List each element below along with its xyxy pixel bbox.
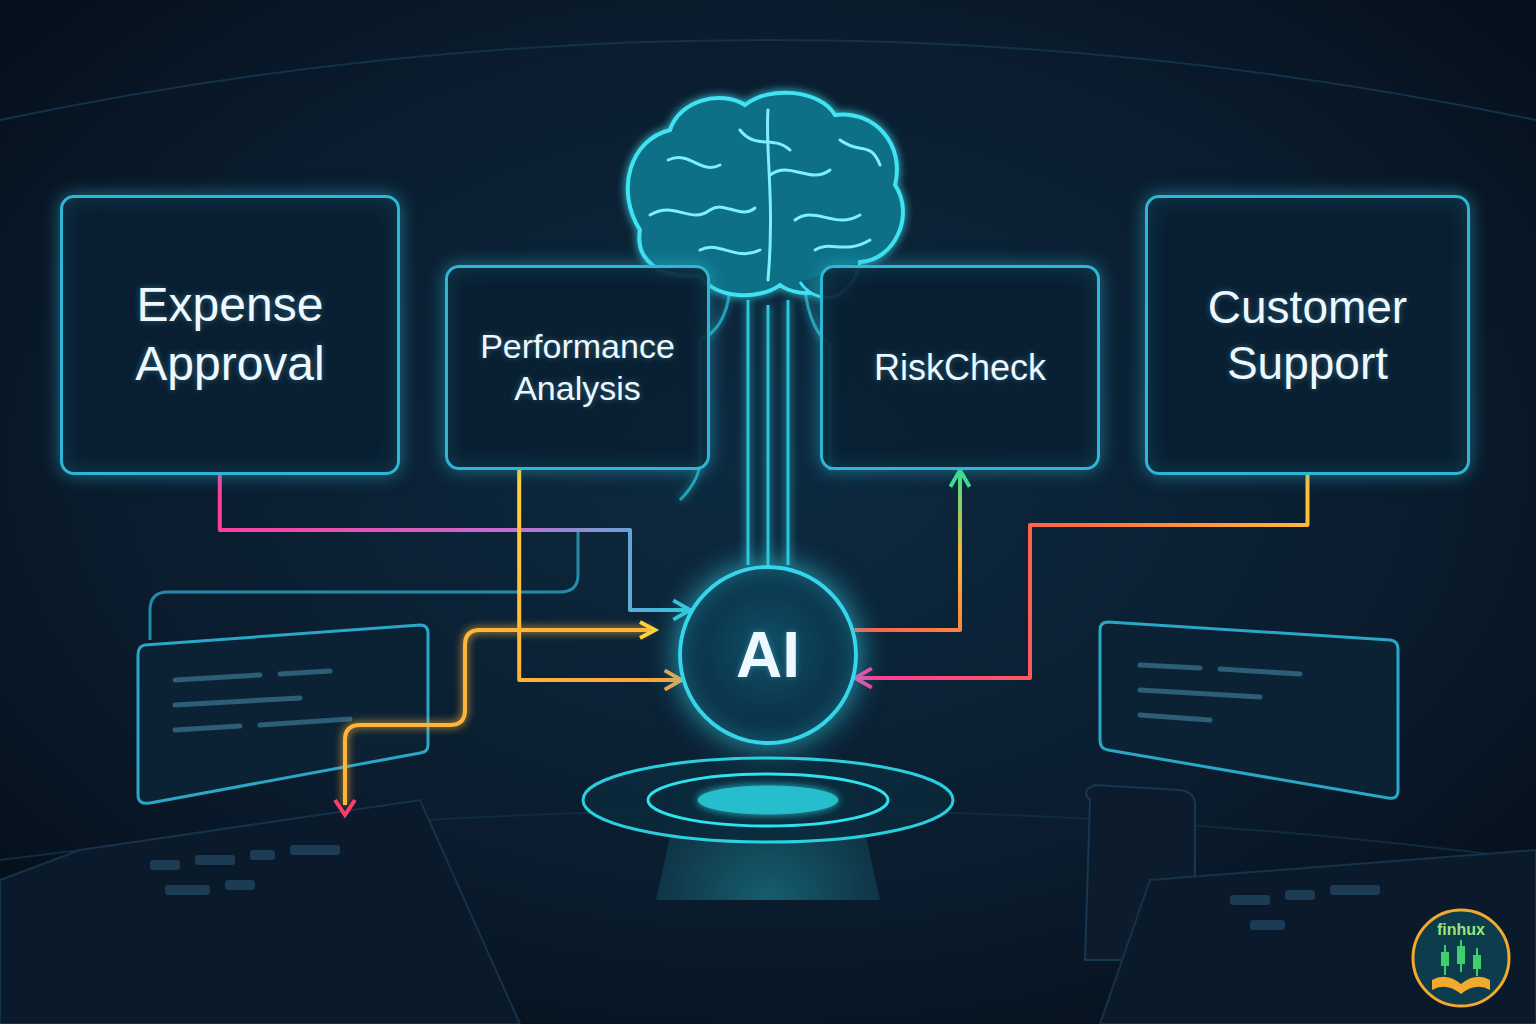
- decorative-arrow: [345, 630, 650, 805]
- process-screen: Customer Support: [1145, 195, 1470, 475]
- ai-core-circle: AI: [678, 565, 858, 745]
- lower-left-screen: [138, 530, 578, 803]
- node-label: Performance Analysis: [463, 326, 692, 409]
- console-desk: [0, 800, 520, 1024]
- node-text-group: Expense Approval: [82, 276, 378, 393]
- flow-connector: [855, 470, 961, 630]
- process-screen: RiskCheck: [820, 265, 1100, 470]
- logo-badge: [1413, 910, 1509, 1006]
- decorative-arrowhead: [640, 622, 655, 638]
- process-screen: Performance Analysis: [445, 265, 710, 470]
- node-text-group: Performance Analysis: [463, 326, 692, 409]
- decorative-arrowhead: [335, 800, 355, 815]
- node-text-group: RiskCheck: [874, 346, 1046, 390]
- node-text-group: Customer Support: [1167, 279, 1448, 391]
- flow-connector: [519, 470, 681, 680]
- node-text-group: AI: [736, 616, 800, 694]
- chair-and-desk: [1085, 785, 1536, 1024]
- process-screen: Expense Approval: [60, 195, 400, 475]
- node-label: RiskCheck: [874, 346, 1046, 390]
- node-label: AI: [736, 616, 800, 694]
- node-label: Expense Approval: [82, 276, 378, 393]
- flow-connector: [220, 475, 690, 610]
- pedestal: [583, 758, 953, 842]
- node-label: Customer Support: [1167, 279, 1448, 391]
- lower-right-screen: [1100, 622, 1398, 798]
- flow-connector: [855, 475, 1308, 678]
- watermark-logo-text: finhux: [1437, 921, 1485, 939]
